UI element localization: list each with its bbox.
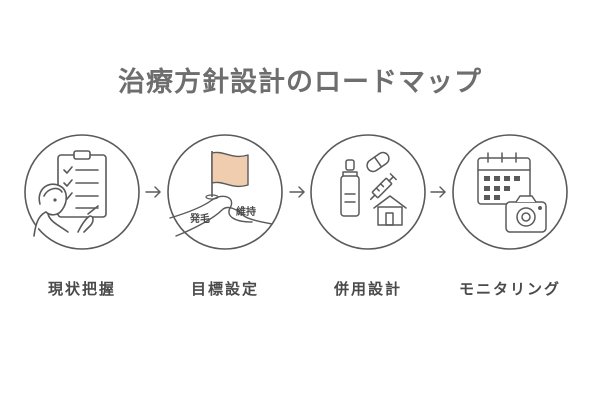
step-label-combination-design: 併用設計 <box>333 280 402 298</box>
step-label-current-assessment: 現状把握 <box>47 280 116 298</box>
clipboard-checklist-person-icon <box>33 150 107 237</box>
goal-flag-icon <box>169 151 273 237</box>
arrow-3-icon <box>430 186 446 198</box>
calendar-camera-icon <box>477 152 547 233</box>
arrow-2-icon <box>289 186 305 198</box>
medication-home-icon <box>340 151 407 226</box>
tag-maintain: 維持 <box>236 205 256 218</box>
tag-hair-growth: 発毛 <box>189 212 210 225</box>
step-1-node <box>24 134 140 250</box>
page-title: 治療方針設計のロードマップ <box>118 67 482 98</box>
arrow-1-icon <box>145 186 161 198</box>
step-3-node <box>310 134 426 250</box>
step-label-goal-setting: 目標設定 <box>190 280 259 298</box>
step-label-monitoring: モニタリング <box>458 280 561 298</box>
step-2-node: 発毛 維持 <box>167 134 283 250</box>
step-4-node <box>452 134 568 250</box>
